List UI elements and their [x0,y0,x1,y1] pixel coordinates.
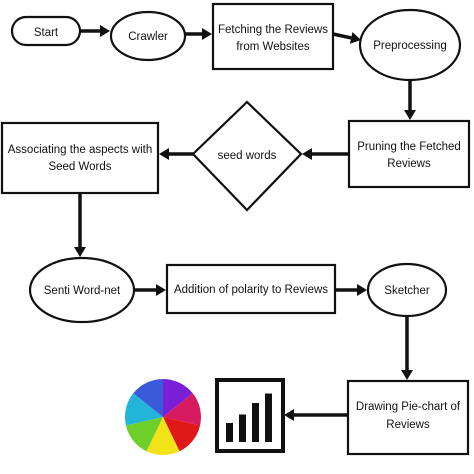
start-label: Start [34,27,59,39]
edge-crawler-to-fetching [185,28,212,40]
pie-chart-icon-slice [163,379,193,417]
pie-chart-icon-slice [124,393,163,426]
pruning-label-line-2: Reviews [387,158,431,170]
pruning-label-line-1: Pruning the Fetched [357,141,461,153]
edges-layer [74,25,416,421]
senti-wordnet-node: Senti Word-net [28,256,136,324]
edge-addition-to-sketcher [335,284,367,296]
bar-chart-icon-bar [265,393,272,442]
associating-label-line-2: Seed Words [48,161,111,173]
bar-chart-icon-bar [226,423,233,442]
seed-words-label: seed words [218,150,277,162]
bar-chart-icon [215,378,285,453]
drawing-node: Drawing Pie-chart of Reviews [346,379,470,456]
edge-start-to-crawler [80,25,110,37]
edge-fetching-to-preprocessing [332,32,361,44]
addition-label: Addition of polarity to Reviews [174,284,328,296]
pie-chart-icon [124,379,202,456]
drawing-label-line-2: Reviews [386,419,430,431]
edge-drawing-to-bar-chart-icon [284,409,348,421]
associating-node: Associating the aspects with Seed Words [0,121,160,195]
pie-chart-icon-slice [146,417,180,456]
bar-chart-icon-bar [239,414,246,442]
pie-chart-icon-slice [133,379,163,417]
bar-chart-icon-bar [252,403,259,442]
pie-chart-icon-slice [163,393,202,426]
edge-sketcher-to-drawing [401,316,413,380]
edge-preprocessing-to-pruning [404,80,416,120]
edge-senti-wordnet-to-addition [134,284,166,296]
associating-label-line-1: Associating the aspects with [8,144,152,156]
bars-layer [226,393,272,442]
pie-chart-icon-slice [163,417,201,452]
addition-node: Addition of polarity to Reviews [165,263,337,315]
preprocessing-label: Preprocessing [373,40,447,52]
sketcher-node: Sketcher [366,262,448,318]
fetching-label-line-2: from Websites [236,41,310,53]
fetching-node: Fetching the Reviews from Websites [211,2,335,71]
crawler-label: Crawler [128,31,168,43]
fetching-label-line-1: Fetching the Reviews [218,24,328,36]
start-node: Start [10,15,82,47]
pruning-node: Pruning the Fetched Reviews [347,119,471,189]
seed-words-node: seed words [191,100,303,212]
edge-associating-to-senti-wordnet [74,193,86,257]
preprocessing-node: Preprocessing [358,8,462,82]
sketcher-label: Sketcher [384,285,430,297]
edge-seed-words-to-associating [159,148,193,160]
senti-wordnet-label: Senti Word-net [44,285,121,297]
crawler-node: Crawler [109,10,187,62]
pie-chart-icon-slice [125,417,163,452]
edge-pruning-to-seed-words [302,148,349,160]
drawing-label-line-1: Drawing Pie-chart of [356,401,461,413]
